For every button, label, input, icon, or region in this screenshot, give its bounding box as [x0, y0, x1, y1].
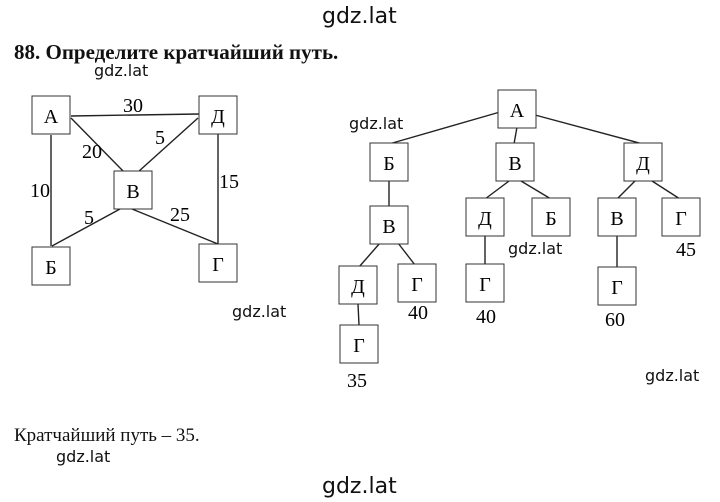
- tree-node: Г: [661, 197, 701, 237]
- tree-edge: [520, 180, 552, 200]
- tree-node: Д: [465, 197, 505, 237]
- tree-node: В: [495, 142, 535, 182]
- tree-edge: [388, 111, 501, 145]
- tree-node: В: [597, 197, 637, 237]
- watermark: gdz.lat: [645, 366, 700, 385]
- tree-node: Г: [339, 324, 379, 364]
- tree-node: Б: [531, 197, 571, 237]
- tree-node-label: Д: [636, 153, 650, 175]
- tree-node-label: Г: [611, 277, 623, 299]
- edge-weight: 20: [82, 141, 102, 163]
- tree-node-label: А: [510, 100, 525, 122]
- tree-edge: [651, 180, 681, 200]
- tree-node-label: Б: [545, 208, 556, 230]
- tree-node-label: Б: [383, 153, 394, 175]
- edge-a-d: [70, 113, 200, 117]
- tree-edge: [397, 242, 416, 266]
- edge-v-b: [51, 208, 121, 247]
- path-tree: А Б В Д В Д Г Г: [338, 89, 701, 392]
- tree-node-label: В: [610, 208, 623, 230]
- tree-node: Г: [397, 263, 437, 303]
- tree-edge: [357, 303, 360, 326]
- tree-node-label: Г: [411, 274, 423, 296]
- watermark: gdz.lat: [322, 474, 397, 499]
- tree-node: Д: [338, 265, 378, 305]
- tree-node: Г: [465, 263, 505, 303]
- edge-v-g: [131, 208, 219, 245]
- answer-text: Кратчайший путь – 35.: [14, 425, 200, 446]
- path-sum: 35: [347, 370, 367, 392]
- tree-edge: [616, 180, 636, 200]
- tree-edge: [534, 114, 644, 145]
- tree-node-label: В: [508, 153, 521, 175]
- graph-node-d: Д: [198, 95, 238, 135]
- graph-node-label: Б: [45, 257, 56, 279]
- edge-weight: 15: [219, 171, 239, 193]
- graph: А Д В Б Г 30 20 5 10 15 5 25: [30, 95, 239, 286]
- tree-node: Г: [597, 266, 637, 306]
- graph-node-label: Г: [212, 254, 224, 276]
- edge-weight: 10: [30, 180, 50, 202]
- path-sum: 60: [605, 309, 625, 331]
- graph-node-label: Д: [211, 106, 225, 128]
- edge-v-d: [137, 117, 199, 173]
- tree-node: А: [497, 89, 537, 129]
- graph-node-label: А: [44, 106, 59, 128]
- edge-a-v: [70, 117, 125, 173]
- graph-node-v: В: [113, 170, 153, 210]
- tree-edge: [513, 126, 518, 145]
- tree-node-label: Д: [351, 276, 365, 298]
- tree-node: В: [369, 205, 409, 245]
- graph-node-label: В: [126, 181, 139, 203]
- path-sum: 40: [476, 306, 496, 328]
- task-title: 88. Определите кратчайший путь.: [14, 40, 339, 64]
- tree-node-label: Г: [353, 335, 365, 357]
- path-sum: 40: [408, 302, 428, 324]
- edge-weight: 30: [123, 95, 143, 117]
- watermark: gdz.lat: [508, 239, 563, 258]
- graph-node-b: Б: [31, 246, 71, 286]
- tree-node-label: В: [382, 216, 395, 238]
- watermark: gdz.lat: [56, 447, 111, 466]
- graph-node-g: Г: [198, 243, 238, 283]
- tree-node-label: Д: [478, 208, 492, 230]
- edge-weight: 25: [170, 204, 190, 226]
- edge-weight: 5: [84, 207, 94, 229]
- edge-weight: 5: [155, 127, 165, 149]
- tree-node: Д: [623, 142, 663, 182]
- path-sum: 45: [676, 239, 696, 261]
- tree-node-label: Г: [479, 274, 491, 296]
- watermark: gdz.lat: [232, 302, 287, 321]
- watermark: gdz.lat: [94, 61, 149, 80]
- graph-node-a: А: [31, 95, 71, 135]
- tree-node: Б: [369, 142, 409, 182]
- tree-edge: [484, 180, 510, 200]
- watermark: gdz.lat: [322, 4, 397, 29]
- tree-edge: [358, 242, 381, 268]
- watermark: gdz.lat: [349, 114, 404, 133]
- tree-node-label: Г: [675, 208, 687, 230]
